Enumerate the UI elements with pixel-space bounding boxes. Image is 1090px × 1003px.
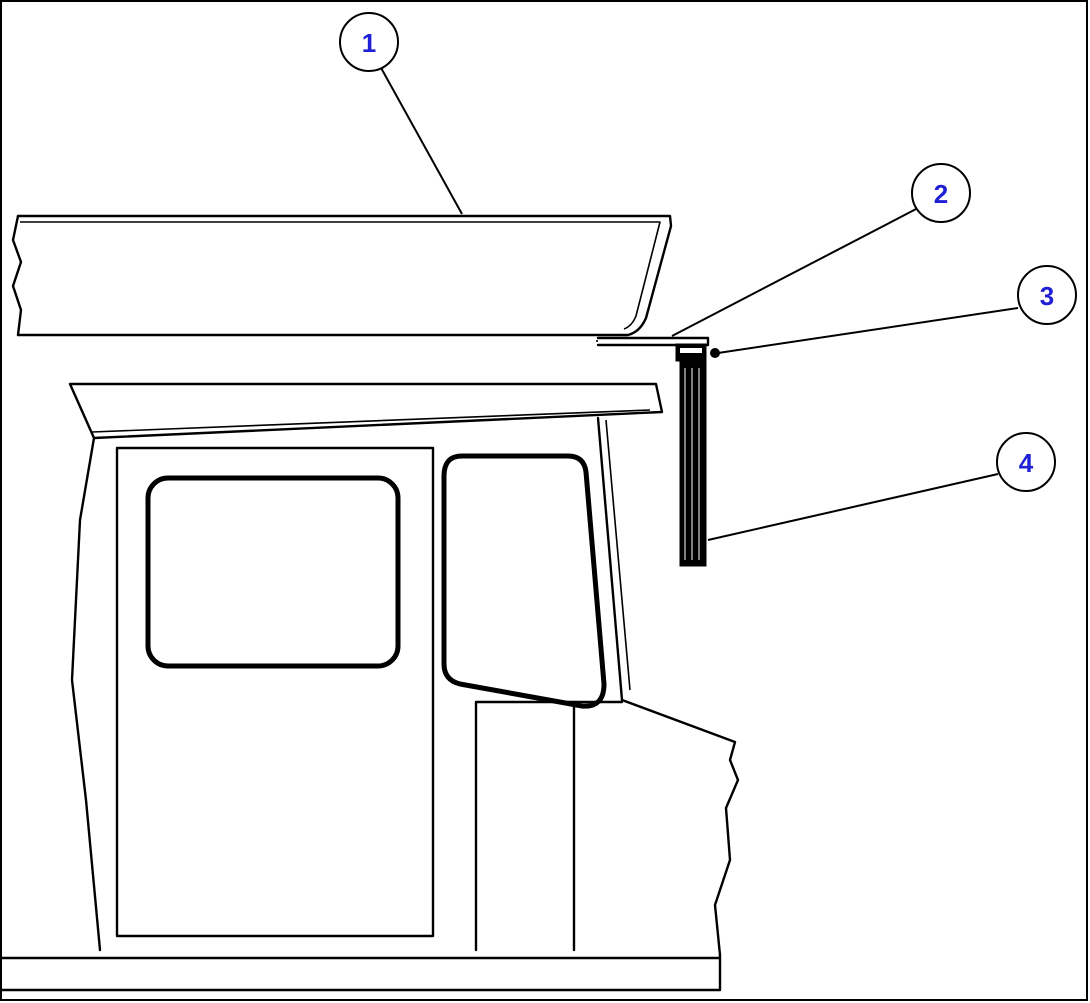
- callout-1-label: 1: [362, 28, 376, 58]
- cab-door: [115, 446, 435, 938]
- callout-2-label: 2: [934, 179, 948, 209]
- callout-3-label: 3: [1040, 281, 1054, 311]
- callout-1: 1: [339, 12, 399, 72]
- callout-4-label: 4: [1019, 448, 1034, 478]
- bolt: [679, 360, 707, 567]
- nut: [675, 343, 720, 362]
- callout-2: 2: [911, 163, 971, 223]
- roof-panel: [11, 214, 673, 337]
- leader-lines: [379, 65, 1019, 541]
- callout-4: 4: [996, 432, 1056, 492]
- lower-panels: [474, 700, 624, 952]
- side-window: [441, 453, 607, 709]
- cab-body: [0, 382, 740, 992]
- callout-3: 3: [1017, 265, 1077, 325]
- door-window: [145, 475, 401, 669]
- mounting-bracket: [596, 336, 710, 347]
